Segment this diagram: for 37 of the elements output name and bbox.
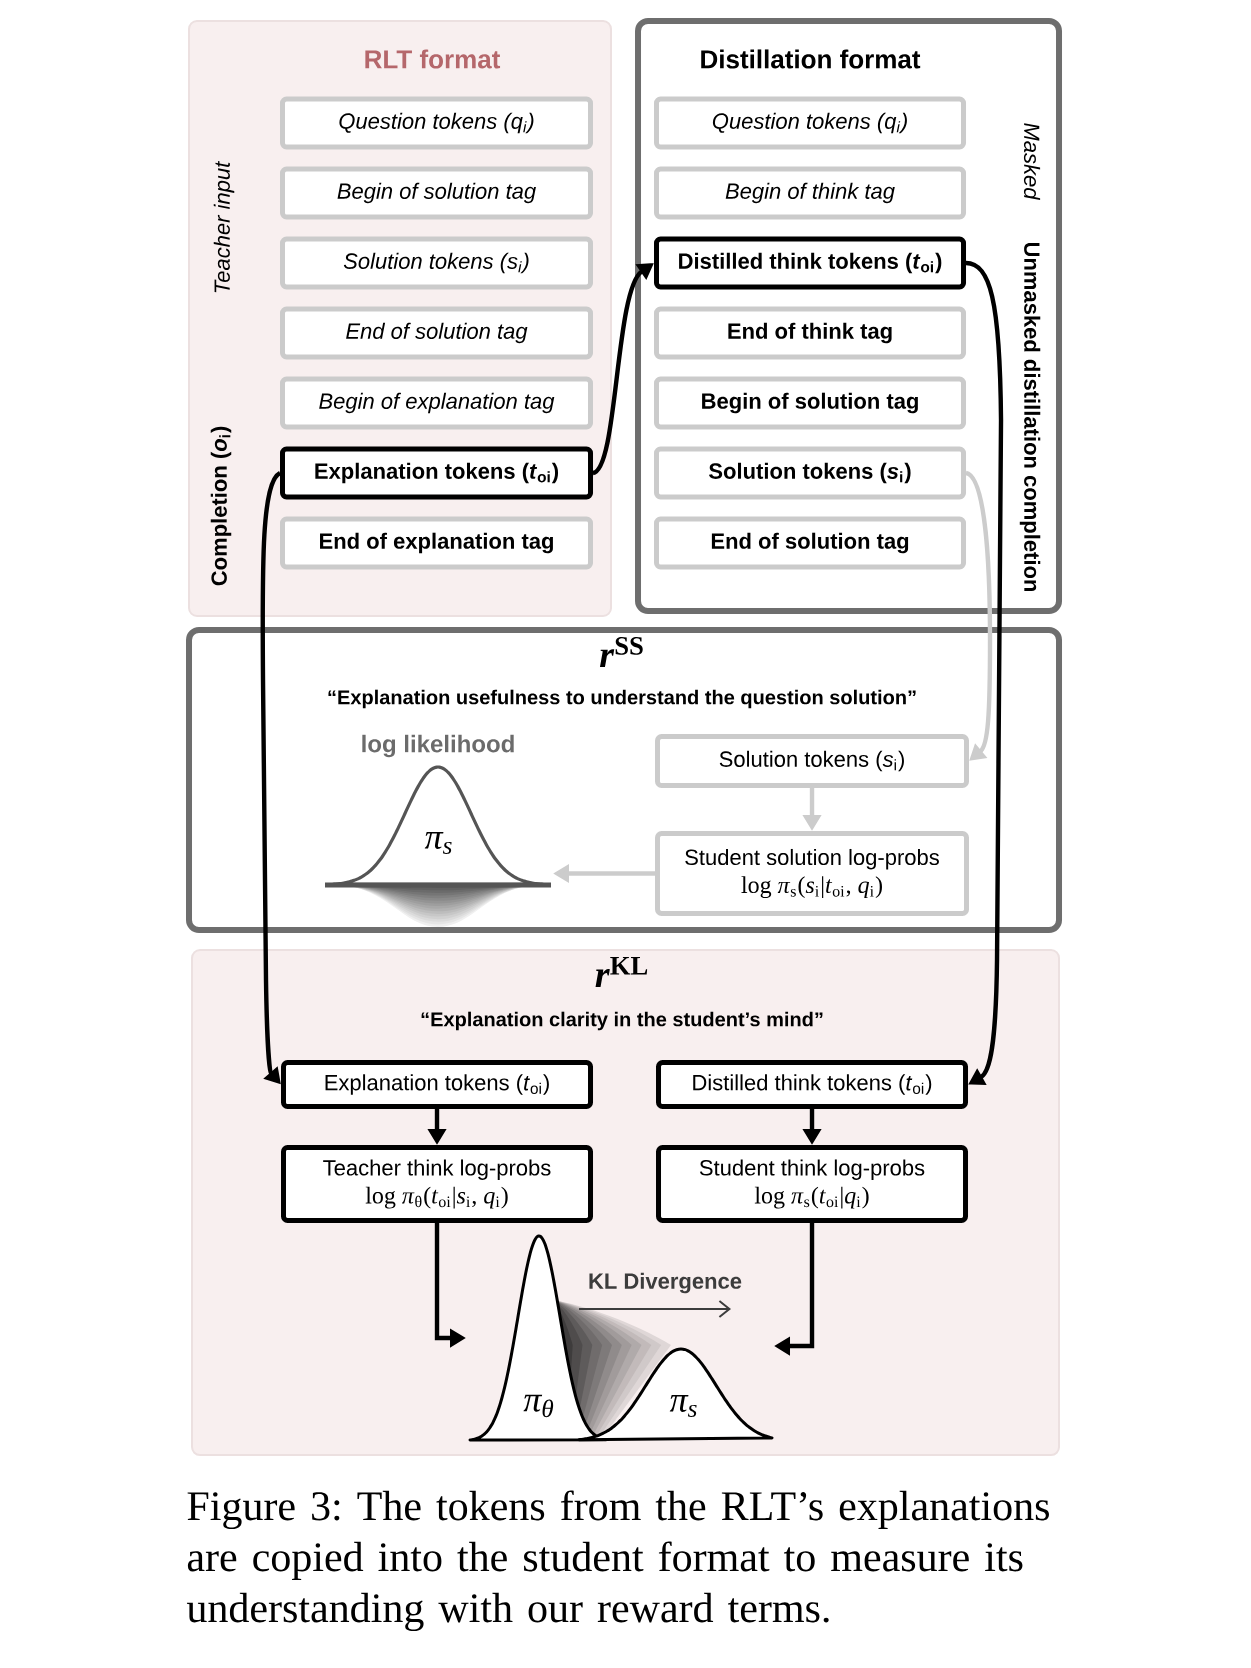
token-box: Distilled think tokens (t$_{oi}$) (654, 236, 966, 290)
reward-symbol: r$^{KL}$ (595, 957, 648, 987)
log-prob-box: Student think log-probs log π$_{s}$(t$_{oi}$|q$_{i}$) (656, 1145, 968, 1223)
token-box: Begin of solution tag (654, 376, 966, 430)
token-box: End of explanation tag (280, 516, 593, 570)
side-label: Completion (o$_{i}$) (210, 426, 232, 586)
token-box: Explanation tokens (t$_{oi}$) (281, 1060, 593, 1109)
token-box: Explanation tokens (t$_{oi}$) (280, 446, 593, 500)
token-box: Solution tokens (s$_{i}$) (280, 236, 593, 290)
arrow-label: KL Divergence (589, 1272, 742, 1294)
panel-subtitle: “Explanation usefulness to understand the question solution” (328, 689, 916, 709)
panel-subtitle: “Explanation clarity in the student’s mind” (421, 1011, 823, 1031)
curve-label: π$_{s}$ (669, 1395, 697, 1417)
panel-heading: Distillation format (701, 49, 921, 69)
curve-title: log likelihood (362, 734, 514, 758)
token-box: Begin of solution tag (280, 166, 593, 220)
panel-heading: RLT format (365, 49, 501, 69)
arrow (965, 260, 1004, 1085)
figure-caption: Figure 3: The tokens from the RLT’s explanations are copied into the student format to measure its understanding with our reward terms. (186, 1490, 1049, 1632)
token-box: Begin of explanation tag (280, 376, 593, 430)
token-box: Solution tokens (s$_{i}$) (655, 734, 969, 788)
log-prob-box: Student solution log-probs log π$_{s}$(s$_{i}$|t$_{oi}$, q$_{i}$) (655, 831, 969, 916)
token-box: Begin of think tag (654, 166, 966, 220)
token-box: Solution tokens (s$_{i}$) (654, 446, 966, 500)
token-box: Question tokens (q$_{i}$) (280, 96, 593, 150)
reward-symbol: r$^{SS}$ (599, 636, 643, 668)
side-label: Masked (1023, 123, 1041, 201)
side-label: Teacher input (213, 161, 235, 293)
token-box: End of solution tag (654, 516, 966, 570)
arrow (965, 471, 993, 761)
token-box: End of solution tag (280, 306, 593, 360)
token-box: End of think tag (654, 306, 966, 360)
side-label: Unmasked distillation completion (1019, 242, 1041, 592)
log-prob-box: Teacher think log-probs log π$_{θ}$(t$_{oi}$|s$_{i}$, q$_{i}$) (281, 1145, 593, 1223)
curve-label: π$_{θ}$ (523, 1394, 554, 1418)
token-box: Distilled think tokens (t$_{oi}$) (656, 1060, 968, 1109)
token-box: Question tokens (q$_{i}$) (654, 96, 966, 150)
